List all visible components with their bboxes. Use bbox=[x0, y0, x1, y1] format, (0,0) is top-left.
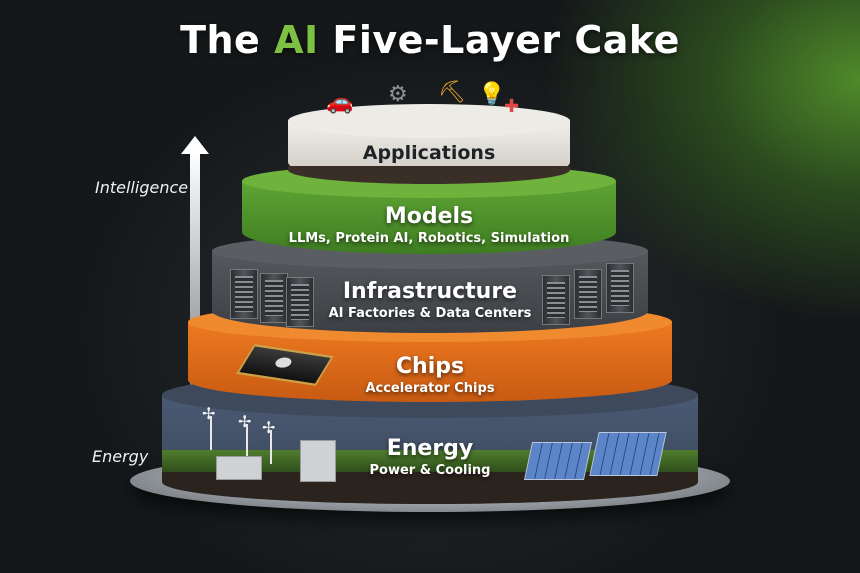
applications-crumb bbox=[288, 166, 570, 184]
chips-label-block: Chips Accelerator Chips bbox=[188, 354, 672, 396]
energy-label-block: Energy Power & Cooling bbox=[162, 436, 698, 478]
intelligence-label: Intelligence bbox=[95, 178, 189, 197]
infrastructure-label-block: Infrastructure AI Factories & Data Cente… bbox=[212, 279, 648, 321]
layer-name: Energy bbox=[386, 436, 474, 461]
layer-subtitle: LLMs, Protein AI, Robotics, Simulation bbox=[288, 231, 570, 246]
layer-subtitle: AI Factories & Data Centers bbox=[328, 306, 532, 321]
applications-label-block: Applications bbox=[288, 142, 570, 164]
crane-icon: ⛏ bbox=[438, 80, 466, 105]
factory-icon bbox=[216, 456, 262, 480]
layer-subtitle: Accelerator Chips bbox=[365, 381, 495, 396]
medical-cross-icon: ✚ bbox=[504, 96, 520, 117]
arrow-up-icon bbox=[181, 136, 209, 154]
wind-turbine-icon bbox=[262, 418, 275, 464]
car-icon: 🚗 bbox=[326, 90, 354, 115]
server-rack-icon bbox=[574, 269, 602, 319]
applications-top bbox=[288, 104, 570, 138]
layer-infrastructure: Infrastructure AI Factories & Data Cente… bbox=[212, 233, 648, 333]
title-accent: AI bbox=[274, 18, 319, 62]
server-rack-icon bbox=[286, 277, 314, 327]
energy-label: Energy bbox=[92, 447, 149, 466]
intelligence-arrow bbox=[190, 152, 200, 470]
server-rack-icon bbox=[230, 269, 258, 319]
factory-icon bbox=[300, 440, 336, 482]
layer-name: Infrastructure bbox=[342, 279, 518, 304]
server-rack-icon bbox=[542, 275, 570, 325]
layer-applications: 🚗 ⚙ ⛏ 💡 ✚ Applications bbox=[288, 80, 570, 184]
layer-name: Applications bbox=[362, 142, 496, 164]
wind-turbine-icon bbox=[238, 412, 251, 458]
wind-turbine-icon bbox=[202, 404, 215, 450]
server-rack-icon bbox=[606, 263, 634, 313]
layer-name: Chips bbox=[395, 354, 465, 379]
models-label-block: Models LLMs, Protein AI, Robotics, Simul… bbox=[242, 204, 616, 246]
layer-subtitle: Power & Cooling bbox=[369, 463, 491, 478]
page-title: The AI Five-Layer Cake bbox=[180, 18, 680, 62]
lightbulb-icon: 💡 bbox=[478, 82, 506, 107]
robot-arm-icon: ⚙ bbox=[388, 82, 408, 107]
layer-name: Models bbox=[384, 204, 474, 229]
